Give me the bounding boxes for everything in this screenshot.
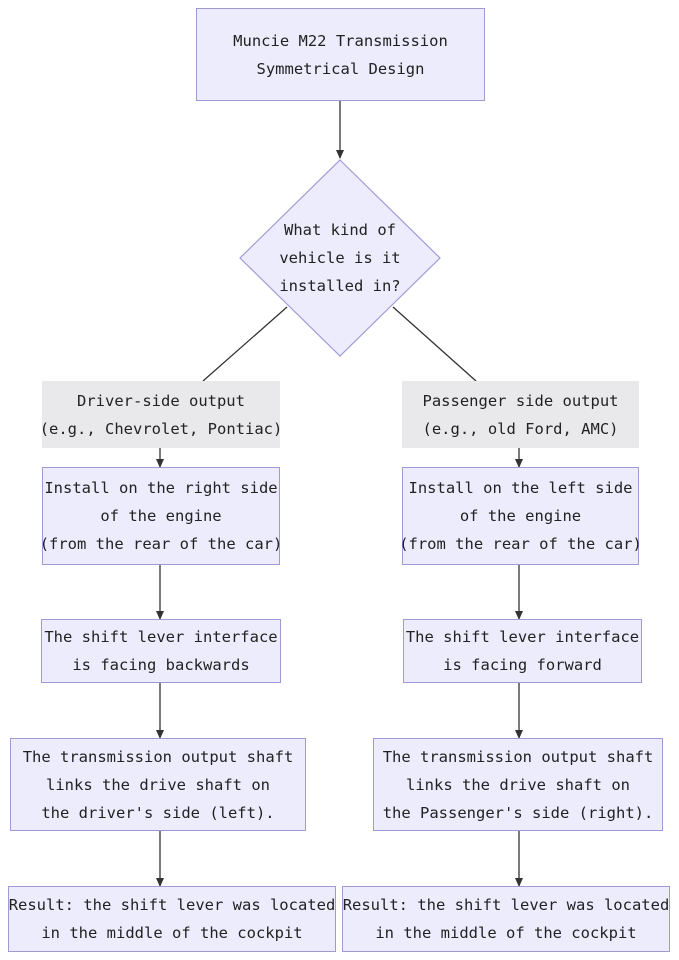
left-branch-label: Driver-side output (e.g., Chevrolet, Pon… — [39, 381, 283, 448]
left-install-line: Install on the right side — [44, 479, 278, 497]
decision-line: vehicle is it — [279, 249, 401, 267]
left-shift-node: The shift lever interface is facing back… — [41, 619, 281, 683]
left-shift-line: The shift lever interface — [44, 628, 278, 646]
left-branch-label-line: Driver-side output — [77, 391, 245, 410]
right-branch-label-line: (e.g., old Ford, AMC) — [422, 419, 619, 438]
left-branch-label-line: (e.g., Chevrolet, Pontiac) — [39, 419, 283, 438]
left-result-node: Result: the shift lever was located in t… — [8, 886, 336, 952]
right-output-line: links the drive shaft on — [406, 775, 630, 794]
right-output-node: The transmission output shaft links the … — [373, 738, 663, 831]
right-result-node: Result: the shift lever was located in t… — [342, 886, 670, 952]
left-output-line: links the drive shaft on — [46, 775, 270, 794]
left-output-line: The transmission output shaft — [22, 747, 294, 766]
title-node-line: Muncie M22 Transmission — [233, 31, 448, 50]
right-install-line: (from the rear of the car) — [399, 535, 642, 553]
right-shift-line: is facing forward — [443, 656, 602, 674]
left-install-node: Install on the right side of the engine … — [39, 467, 283, 565]
decision-line: installed in? — [279, 277, 401, 295]
right-shift-line: The shift lever interface — [405, 628, 640, 646]
right-shift-node: The shift lever interface is facing forw… — [403, 619, 642, 683]
right-output-line: the Passenger's side (right). — [382, 803, 654, 822]
left-install-line: of the engine — [100, 507, 222, 525]
right-result-line: Result: the shift lever was located — [342, 896, 670, 914]
title-node-line: Symmetrical Design — [256, 59, 425, 78]
left-output-line: the driver's side (left). — [41, 803, 275, 822]
decision-node: What kind of vehicle is it installed in? — [240, 160, 440, 356]
decision-line: What kind of — [284, 221, 396, 239]
right-install-line: of the engine — [459, 507, 582, 525]
right-branch-label-line: Passenger side output — [422, 391, 619, 410]
right-install-line: Install on the left side — [408, 479, 633, 497]
left-result-line: Result: the shift lever was located — [8, 896, 336, 914]
left-install-line: (from the rear of the car) — [39, 535, 283, 553]
left-shift-line: is facing backwards — [72, 656, 250, 674]
right-install-node: Install on the left side of the engine (… — [399, 467, 642, 565]
left-result-line: in the middle of the cockpit — [41, 924, 303, 942]
right-result-line: in the middle of the cockpit — [375, 924, 637, 942]
left-output-node: The transmission output shaft links the … — [10, 738, 306, 831]
right-branch-label: Passenger side output (e.g., old Ford, A… — [402, 381, 639, 448]
right-output-line: The transmission output shaft — [382, 747, 654, 766]
title-node: Muncie M22 Transmission Symmetrical Desi… — [196, 8, 485, 101]
